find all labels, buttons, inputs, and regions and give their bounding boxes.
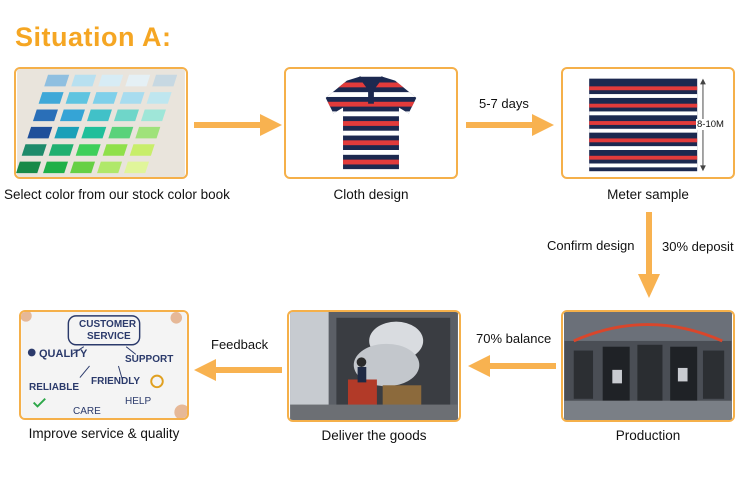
production-image — [561, 310, 735, 422]
color-book-image — [14, 67, 188, 179]
arrow-label-balance: 70% balance — [476, 331, 552, 346]
arrow-label-feedback: Feedback — [211, 337, 269, 352]
arrow-label-confirm: Confirm design — [547, 238, 635, 253]
step-caption-cloth-design: Cloth design — [333, 187, 409, 202]
word-reliable: RELIABLE — [29, 382, 79, 393]
diagram-title: Situation A: — [15, 22, 172, 52]
arrow-design-to-sample — [466, 114, 554, 136]
arrow-label-days: 5-7 days — [479, 96, 529, 111]
deliver-goods-image — [287, 310, 461, 422]
meter-sample-image: 8-10M — [561, 67, 735, 179]
word-friendly: FRIENDLY — [91, 376, 141, 387]
step-caption-improve: Improve service & quality — [28, 426, 180, 441]
cloth-design-image — [284, 67, 458, 179]
polo-shirt-icon — [325, 76, 417, 170]
word-support: SUPPORT — [125, 354, 174, 365]
word-care: CARE — [73, 406, 101, 417]
arrow-sample-to-production — [638, 212, 660, 298]
arrow-production-to-deliver — [468, 355, 556, 377]
improve-service-image: CUSTOMER SERVICE QUALITY SUPPORT RELIABL… — [19, 310, 189, 420]
striped-fabric-icon — [589, 78, 706, 172]
delivery-truck-icon — [290, 312, 458, 420]
word-customer: CUSTOMER — [79, 319, 137, 330]
step-caption-deliver: Deliver the goods — [321, 428, 427, 443]
dimension-label: 8-10M — [696, 119, 725, 130]
service-whiteboard-icon — [21, 312, 187, 418]
arrow-label-deposit: 30% deposit — [662, 239, 734, 254]
step-caption-production: Production — [615, 428, 681, 443]
arrow-deliver-to-improve — [194, 359, 282, 381]
word-service: SERVICE — [87, 331, 131, 342]
word-quality: QUALITY — [39, 348, 88, 360]
step-caption-color-book: Select color from our stock color book — [4, 187, 230, 202]
knitting-machine-icon — [564, 312, 732, 420]
color-swatch-grid — [16, 69, 185, 177]
step-caption-meter-sample: Meter sample — [607, 187, 689, 202]
arrow-colorbook-to-design — [194, 114, 282, 136]
word-help: HELP — [125, 396, 152, 407]
